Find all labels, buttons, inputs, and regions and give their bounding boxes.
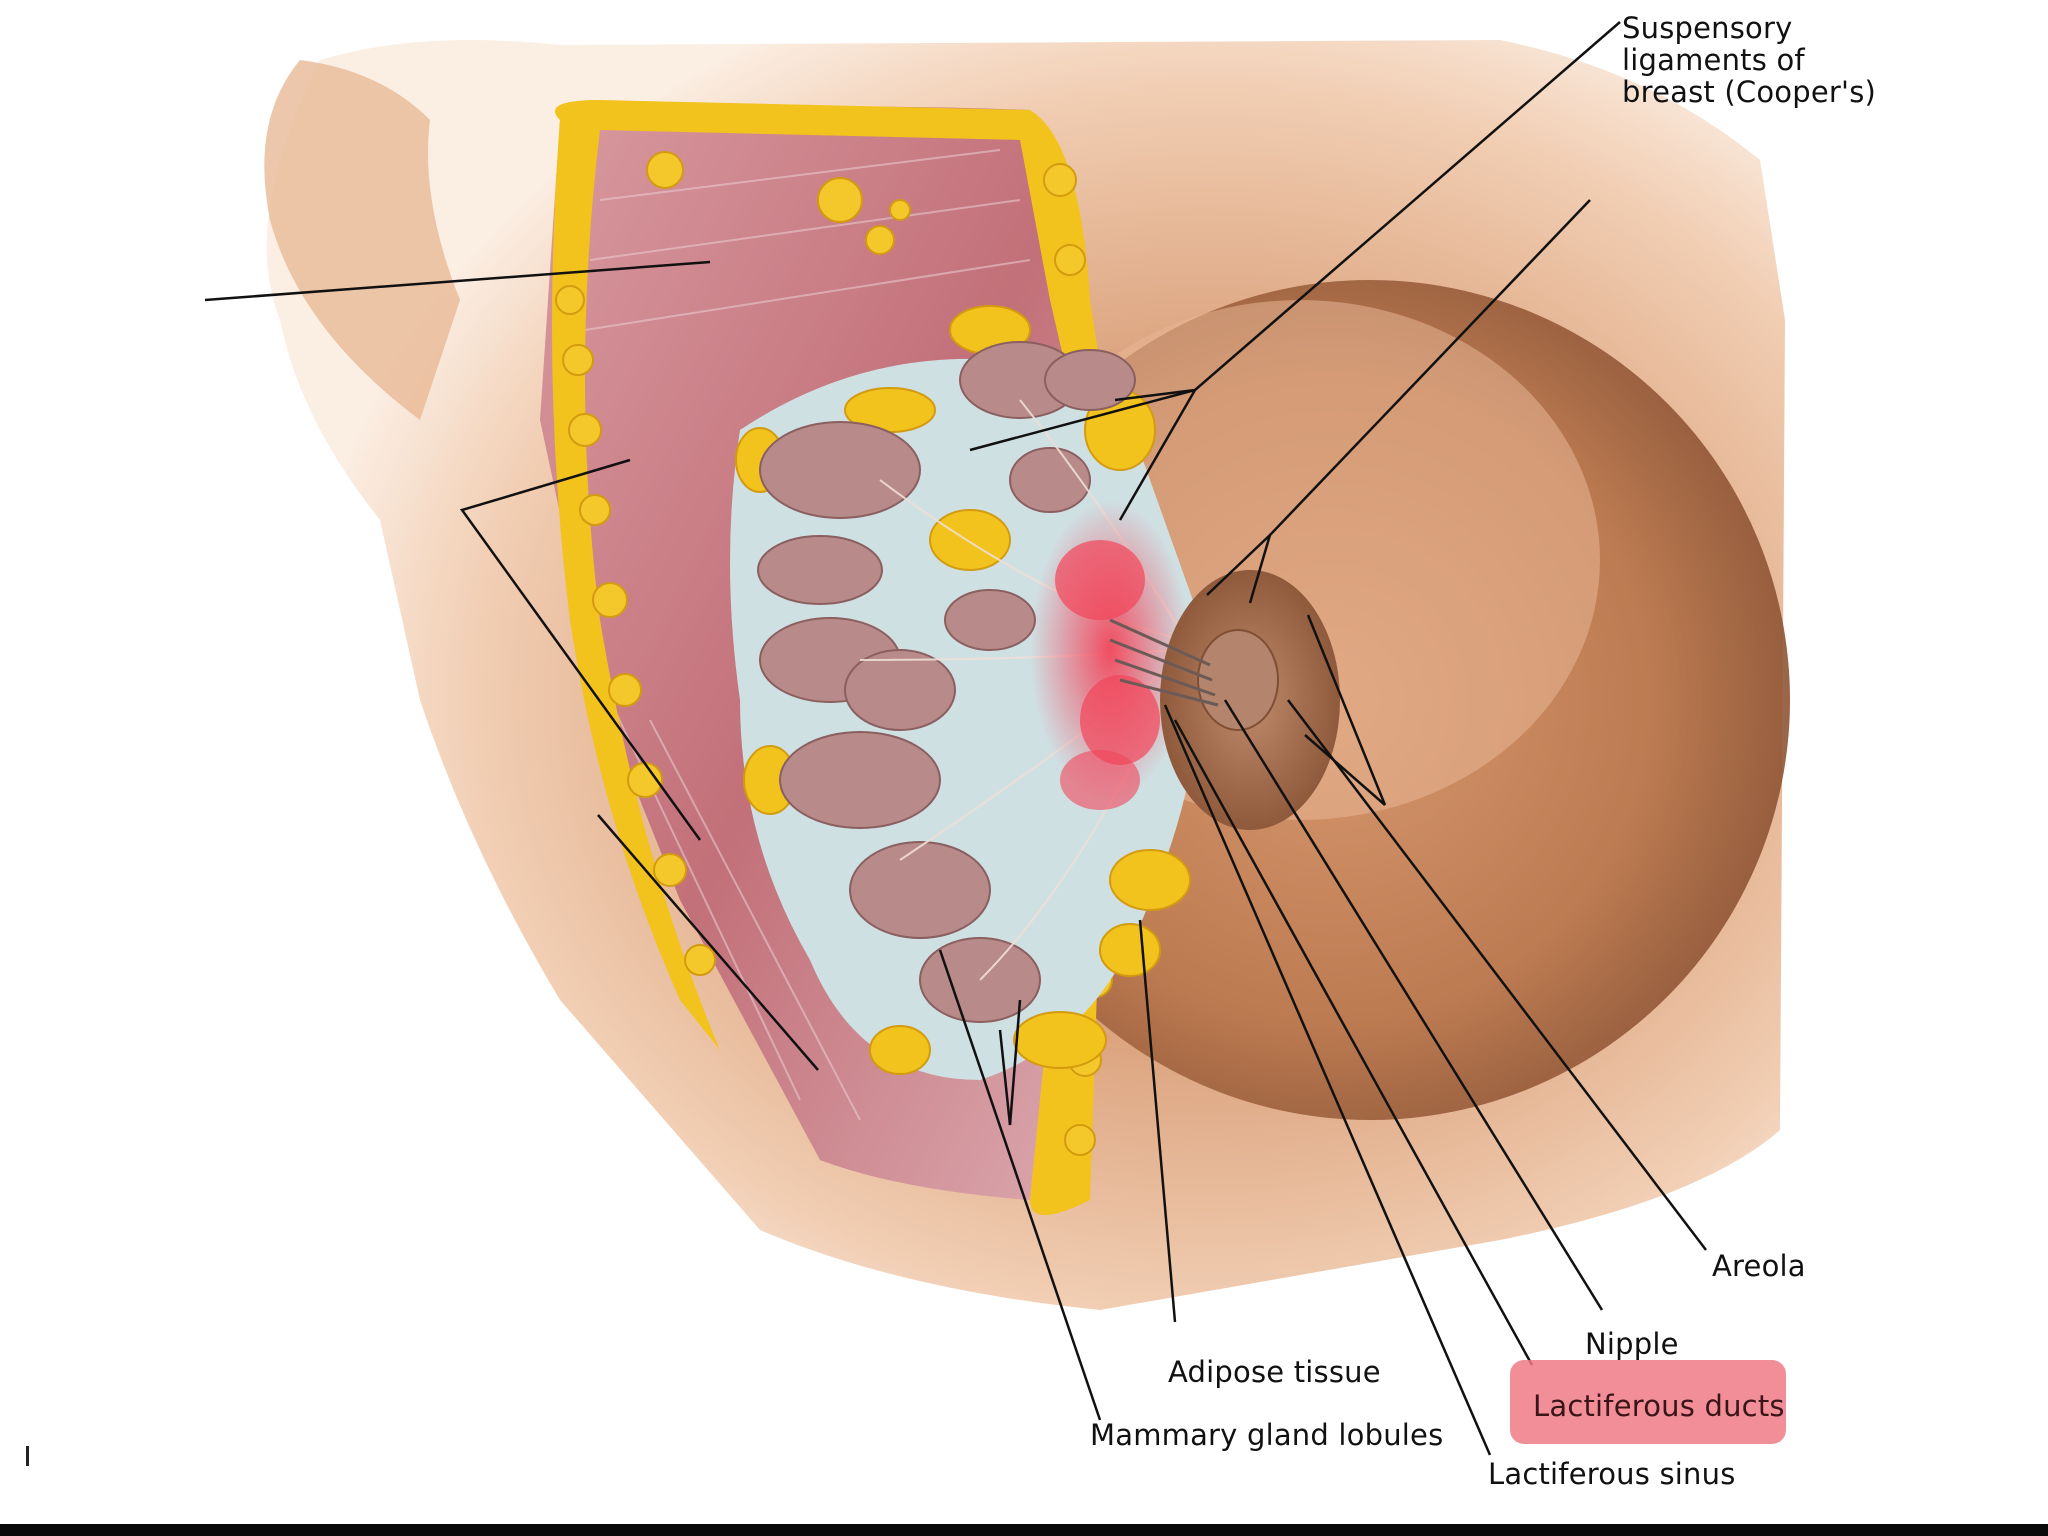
label-lactiferous-sinus: Lactiferous sinus bbox=[1488, 1457, 1736, 1491]
label-nipple: Nipple bbox=[1585, 1327, 1679, 1361]
label-areola: Areola bbox=[1712, 1249, 1806, 1283]
bottom-bar bbox=[0, 1524, 2048, 1536]
mammary-lobules bbox=[757, 341, 1136, 1023]
label-mammary-gland-lobules: Mammary gland lobules bbox=[1090, 1418, 1444, 1452]
stray-mark bbox=[26, 1446, 29, 1466]
lactiferous-duct-lines bbox=[1109, 618, 1219, 707]
armpit-shadow bbox=[264, 60, 460, 420]
label-lactiferous-ducts: Lactiferous ducts bbox=[1533, 1389, 1785, 1423]
label-suspensory-ligaments: Suspensory ligaments of breast (Cooper's… bbox=[1622, 11, 1877, 109]
label-adipose-tissue: Adipose tissue bbox=[1168, 1355, 1381, 1389]
lactiferous-ducts-highlight bbox=[1510, 1360, 1786, 1444]
adipose-border bbox=[552, 100, 1136, 1215]
fat-lobes bbox=[735, 305, 1191, 1075]
leader-lines bbox=[204, 21, 1707, 1456]
